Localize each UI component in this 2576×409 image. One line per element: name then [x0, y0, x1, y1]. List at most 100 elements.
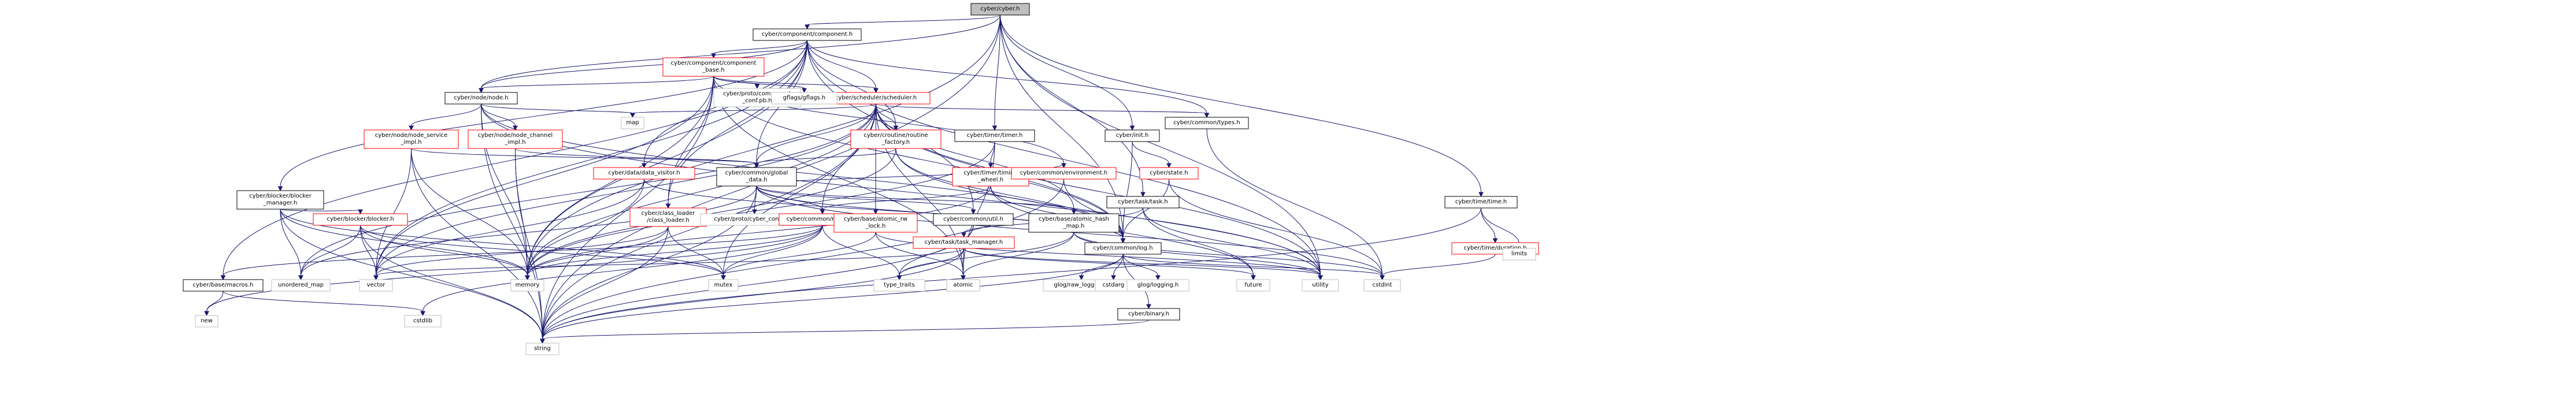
edge-global-data-to-atomic-hash-map: [756, 185, 1077, 215]
node-label: utility: [1312, 282, 1329, 288]
edge-state-to-common-log: [1120, 179, 1169, 244]
node-label: cyber/node/node.h: [454, 95, 508, 101]
node-atomic-rw-lock[interactable]: cyber/base/atomic_rw_lock.h: [833, 213, 918, 233]
edge-base-macros-to-cstdlib: [223, 291, 425, 317]
node-label: _base.h: [702, 67, 724, 73]
node-label: glog/raw_logging.h: [1054, 282, 1109, 288]
node-map: map: [621, 117, 644, 129]
node-label: cstdarg: [1103, 282, 1124, 288]
edge-node-to-node-channel-impl: [481, 103, 518, 131]
node-box: [954, 129, 1035, 142]
node-init[interactable]: cyber/init.h: [1104, 129, 1160, 142]
edge-cyber-to-time: [1000, 14, 1484, 198]
node-blocker[interactable]: cyber/blocker/blocker.h: [313, 213, 408, 226]
node-label: cyber/binary.h: [1128, 311, 1169, 317]
edge-node-to-node-service-impl: [409, 103, 481, 131]
node-atomic: atomic: [946, 279, 980, 292]
node-component[interactable]: cyber/component/component.h: [753, 28, 862, 41]
node-scheduler[interactable]: cyber/scheduler/scheduler.h: [821, 92, 931, 105]
node-cstdarg: cstdarg: [1095, 279, 1132, 292]
node-box: [444, 92, 518, 105]
node-box: [621, 117, 644, 129]
edge-component-base-to-gflags: [713, 76, 807, 94]
node-box: [364, 129, 459, 149]
node-environment[interactable]: cyber/common/environment.h: [1011, 167, 1117, 180]
node-common-types[interactable]: cyber/common/types.h: [1165, 117, 1249, 129]
edge-common-macros-to-cstdlib: [420, 225, 823, 317]
node-label: cyber/common/log.h: [1093, 245, 1152, 251]
node-box: [771, 92, 837, 105]
edge-time-to-time-duration: [1481, 207, 1498, 244]
node-label: cyber/proto/component: [723, 91, 791, 97]
node-data-visitor[interactable]: cyber/data/data_visitor.h: [593, 167, 695, 180]
node-box: [313, 213, 408, 226]
node-label: cyber/time/duration.h: [1464, 245, 1527, 251]
node-label: _map.h: [1063, 223, 1085, 229]
node-label: _factory.h: [881, 139, 910, 146]
node-box: [593, 167, 695, 180]
edge-base-macros-to-new: [204, 291, 224, 317]
edge-blocker-manager-to-unordered-map: [280, 209, 303, 281]
node-blocker-manager[interactable]: cyber/blocker/blocker_manager.h: [236, 190, 324, 210]
node-label: glog/logging.h: [1137, 282, 1179, 288]
node-component-base[interactable]: cyber/component/component_base.h: [662, 57, 765, 77]
node-node[interactable]: cyber/node/node.h: [444, 92, 518, 105]
edge-layer: [204, 14, 1522, 344]
node-label: cyber/task/task_manager.h: [925, 239, 1003, 246]
node-binary[interactable]: cyber/binary.h: [1117, 308, 1180, 321]
node-box: [753, 28, 862, 41]
node-box: [404, 315, 442, 328]
node-box: [833, 213, 918, 233]
node-box: [1028, 213, 1120, 233]
edge-scheduler-to-common-types: [876, 103, 1210, 118]
edge-scheduler-to-atomic-hash-map: [876, 103, 1077, 215]
node-timer[interactable]: cyber/timer/timer.h: [954, 129, 1035, 142]
node-time[interactable]: cyber/time/time.h: [1444, 196, 1518, 209]
edge-class-loader-to-string: [540, 226, 669, 344]
node-base-macros[interactable]: cyber/base/macros.h: [183, 279, 264, 292]
node-label: _conf.pb.h: [742, 98, 772, 104]
node-label: cyber/scheduler/scheduler.h: [835, 95, 917, 101]
node-label: new: [201, 318, 213, 324]
node-label: string: [534, 345, 551, 352]
node-gflags: gflags/gflags.h: [771, 92, 837, 105]
node-routine-factory[interactable]: cyber/croutine/routine_factory.h: [850, 129, 942, 149]
node-label: cyber/class_loader: [642, 210, 696, 217]
node-layer: cyber/cyber.h cyber/component/component.h…: [183, 3, 1539, 355]
edge-common-types-to-cstdint: [1206, 128, 1385, 281]
edge-common-macros-to-type-traits: [822, 225, 902, 281]
node-global-data[interactable]: cyber/common/global_data.h: [716, 167, 797, 187]
node-task-manager[interactable]: cyber/task/task_manager.h: [913, 236, 1015, 249]
node-state[interactable]: cyber/state.h: [1139, 167, 1199, 180]
node-label: cyber/node/node_service: [375, 132, 448, 139]
edge-common-macros-to-mutex: [721, 225, 823, 281]
node-node-service-impl[interactable]: cyber/node/node_service_impl.h: [364, 129, 459, 149]
node-box: [1165, 117, 1249, 129]
node-cyber[interactable]: cyber/cyber.h: [970, 3, 1030, 16]
node-common-log[interactable]: cyber/common/log.h: [1084, 242, 1162, 255]
node-box: [183, 279, 264, 292]
edge-global-data-to-proto-cyber-conf: [752, 185, 757, 215]
node-box: [913, 236, 1015, 249]
node-task[interactable]: cyber/task/task.h: [1106, 196, 1180, 209]
node-label: limits: [1511, 251, 1527, 257]
node-node-channel-impl[interactable]: cyber/node/node_channel_impl.h: [468, 129, 563, 149]
node-string: string: [525, 343, 559, 355]
node-box: [1363, 279, 1401, 292]
node-label: cstdint: [1372, 282, 1392, 288]
node-cstdint: cstdint: [1363, 279, 1401, 292]
node-label: _impl.h: [400, 139, 421, 146]
node-label: cyber/data/data_visitor.h: [608, 170, 680, 176]
node-box: [716, 167, 797, 187]
edge-component-base-to-class-loader: [665, 76, 714, 209]
node-box: [662, 57, 765, 77]
node-atomic-hash-map[interactable]: cyber/base/atomic_hash_map.h: [1028, 213, 1120, 233]
node-class-loader[interactable]: cyber/class_loader/class_loader.h: [629, 207, 707, 227]
node-common-util[interactable]: cyber/common/util.h: [933, 213, 1014, 226]
edge-task-manager-to-atomic: [961, 248, 966, 281]
node-label: cyber/timer/timer.h: [967, 132, 1023, 139]
edge-component-base-to-scheduler: [713, 76, 879, 94]
node-memory: memory: [510, 279, 544, 292]
node-glog-logging: glog/logging.h: [1126, 279, 1189, 292]
edge-cyber-to-utility: [1000, 14, 1323, 281]
